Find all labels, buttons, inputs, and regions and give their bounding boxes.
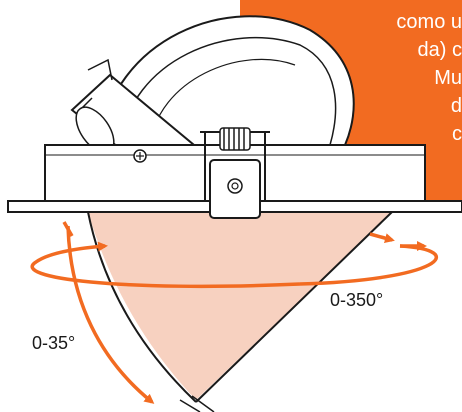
rotation-angle-label: 0-350° — [330, 290, 384, 310]
beam-edge-line — [195, 211, 393, 403]
panel-text-line-5: c — [452, 123, 462, 145]
panel-text-line-3: Mu — [434, 67, 462, 89]
tilt-arrow — [62, 221, 155, 404]
panel-text-line-1: como u — [396, 11, 462, 33]
beam-bottom-hint — [179, 395, 215, 412]
reflector-dome — [70, 15, 355, 187]
spring-clip — [200, 127, 270, 219]
screw-icon — [133, 149, 147, 163]
light-beam — [88, 212, 392, 400]
beam-edge-curve — [87, 211, 197, 403]
tilt-angle-label: 0-35° — [32, 333, 76, 353]
panel-text-line-4: d — [450, 95, 462, 117]
panel-text-line-2: da) c — [417, 39, 462, 61]
